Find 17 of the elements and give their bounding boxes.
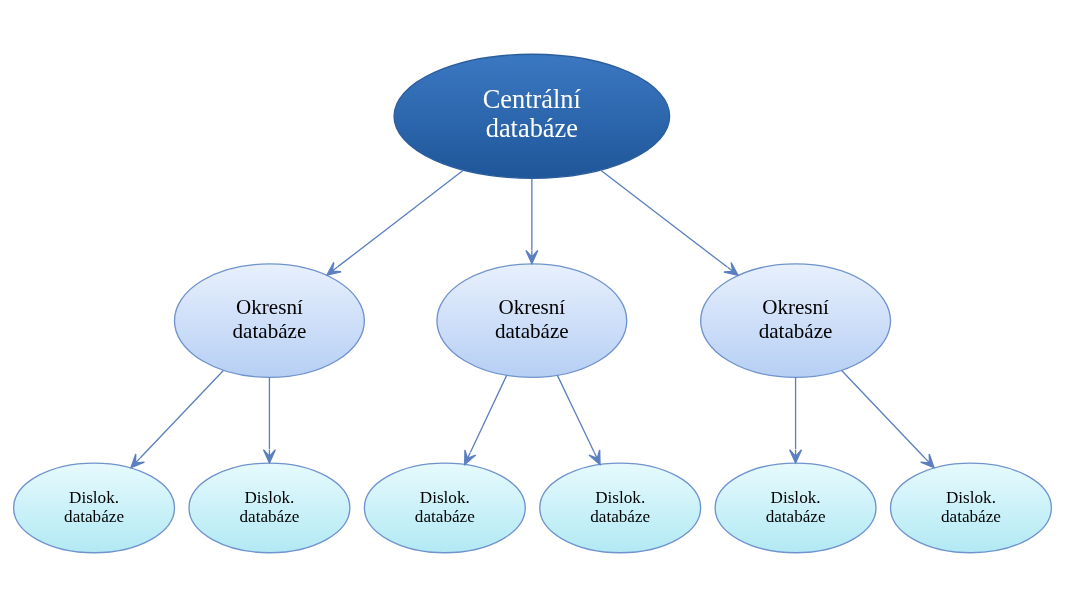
node-ellipse: Dislok. databáze	[12, 461, 176, 553]
arrow	[464, 374, 508, 465]
node-ellipse: Dislok. databáze	[714, 461, 877, 553]
arrow	[525, 177, 539, 264]
arrow	[262, 376, 277, 464]
arrow	[841, 369, 935, 468]
arrow	[599, 168, 739, 276]
node-ellipse: Dislok. databáze	[889, 461, 1053, 553]
node-ellipse: Centrální databáze	[393, 53, 671, 179]
arrow	[556, 374, 601, 465]
node-ellipse: Okresní databáze	[436, 262, 628, 378]
arrow	[789, 376, 803, 464]
arrow	[326, 169, 464, 276]
node-ellipse: Dislok. databáze	[539, 461, 702, 553]
node-ellipse: Dislok. databáze	[188, 461, 351, 553]
node-ellipse: Dislok. databáze	[363, 461, 526, 553]
arrow	[130, 369, 224, 468]
